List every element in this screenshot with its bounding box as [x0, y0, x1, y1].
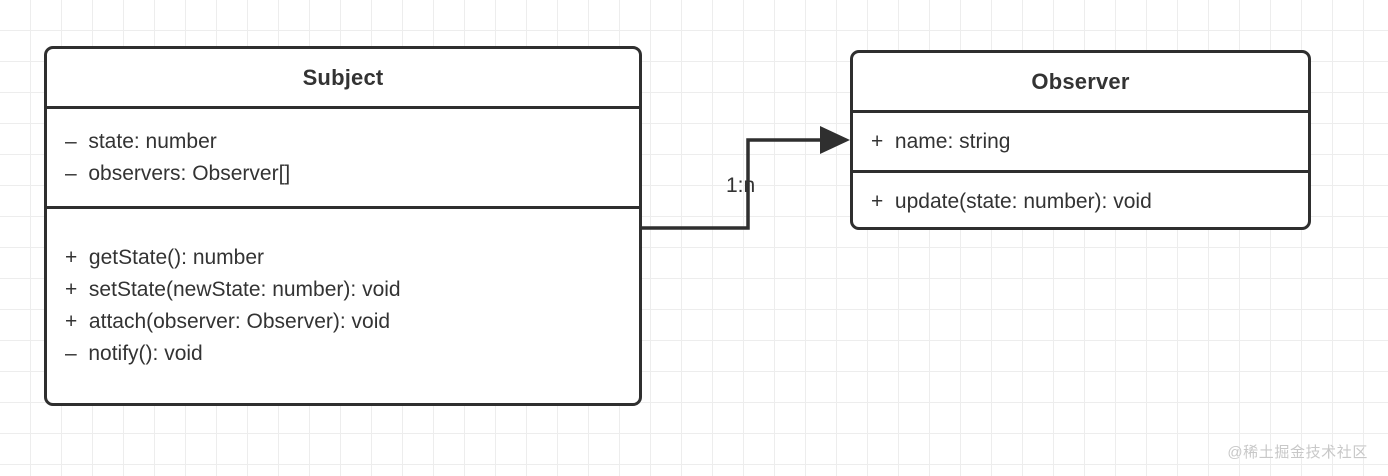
class-member: + update(state: number): void — [871, 189, 1152, 213]
class-title-subject: Subject — [302, 64, 384, 90]
uml-class-observer[interactable]: Observer + name: string + update(state: … — [850, 50, 1311, 230]
class-member: – state: number — [65, 129, 217, 153]
multiplicity-label: 1:n — [726, 174, 756, 197]
class-member: + setState(newState: number): void — [65, 278, 401, 302]
arrowhead-icon — [820, 126, 850, 154]
class-member: + getState(): number — [65, 246, 265, 270]
uml-class-subject[interactable]: Subject – state: number – observers: Obs… — [44, 46, 642, 406]
class-attributes-observer: + name: string — [853, 110, 1308, 170]
class-attributes-subject: – state: number – observers: Observer[] — [47, 106, 639, 206]
class-methods-subject: + getState(): number + setState(newState… — [47, 206, 639, 403]
watermark-text: @稀土掘金技术社区 — [1227, 444, 1368, 461]
class-member: – notify(): void — [65, 341, 203, 365]
class-member: + name: string — [871, 129, 1011, 153]
class-methods-observer: + update(state: number): void — [853, 170, 1308, 227]
class-title-observer: Observer — [1031, 68, 1130, 94]
class-member: – observers: Observer[] — [65, 161, 291, 185]
class-member: + attach(observer: Observer): void — [65, 310, 391, 333]
